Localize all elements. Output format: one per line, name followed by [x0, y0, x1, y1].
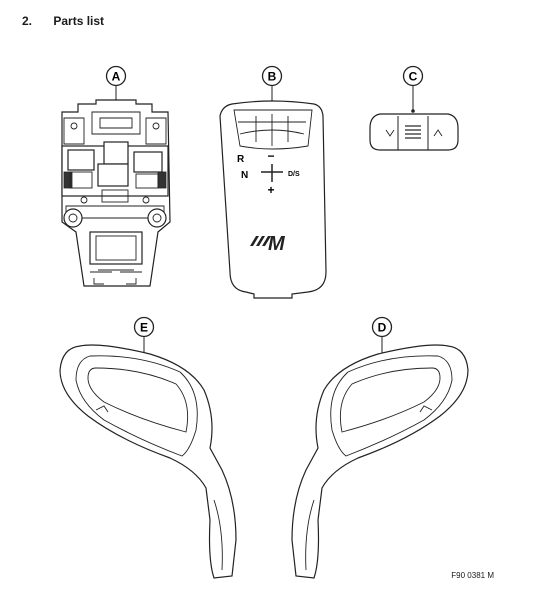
gear-r-label: R: [237, 154, 245, 165]
section-title: Parts list: [53, 14, 105, 28]
part-e-left-paddle: [59, 344, 237, 579]
part-b-selector-cover: R N − + D/S M: [219, 100, 327, 299]
m-logo-icon: M: [250, 233, 286, 255]
gear-n-label: N: [241, 170, 248, 181]
shift-minus-label: −: [267, 149, 274, 163]
callout-c-label: C: [409, 70, 418, 84]
section-heading: 2. Parts list: [22, 14, 104, 28]
callout-a-label: A: [112, 70, 121, 84]
part-c-switch-panel: [369, 113, 459, 151]
callout-e-label: E: [140, 321, 148, 335]
callout-e: E: [133, 316, 155, 360]
figure-reference: F90 0381 M: [451, 571, 494, 580]
m-logo-letter: M: [268, 233, 286, 255]
callout-c: C: [402, 65, 424, 113]
part-d-right-paddle: [291, 344, 469, 579]
shift-plus-label: +: [267, 183, 274, 197]
callout-b: B: [261, 65, 283, 104]
menu-lines-icon: [405, 125, 421, 139]
callout-d-label: D: [378, 321, 387, 335]
part-a-bracket: [61, 99, 171, 287]
gear-ds-label: D/S: [288, 171, 300, 178]
callout-d: D: [371, 316, 393, 358]
section-number: 2.: [22, 14, 33, 28]
callout-b-label: B: [268, 70, 277, 84]
callout-a: A: [105, 65, 127, 103]
